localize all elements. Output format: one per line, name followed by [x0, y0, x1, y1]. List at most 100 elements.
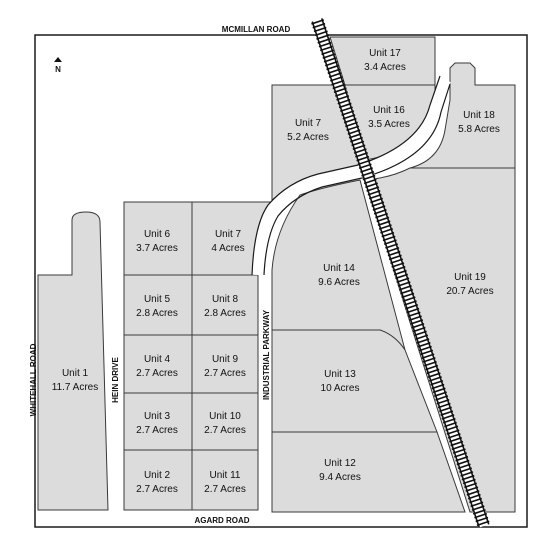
railroad-tie	[373, 209, 387, 215]
railroad-tie	[437, 402, 451, 409]
railroad-tie	[330, 76, 343, 82]
unit-13-area: 10 Acres	[321, 383, 360, 394]
railroad-tie	[461, 474, 475, 481]
railroad-tie	[402, 296, 416, 302]
road-label-agard: AGARD ROAD	[194, 516, 249, 525]
railroad-tie	[414, 330, 427, 337]
railroad-tie	[321, 49, 335, 56]
railroad-tie	[346, 125, 360, 132]
railroad-tie	[370, 197, 383, 204]
railroad-tie	[316, 34, 330, 40]
railroad-tie	[462, 478, 476, 485]
railroad-tie	[366, 186, 380, 192]
railroad-tie	[391, 262, 405, 268]
railroad-tie	[397, 281, 411, 287]
parcel-unit-18[interactable]	[409, 62, 516, 169]
railroad-tie	[432, 387, 446, 394]
unit-10-area: 2.7 Acres	[204, 425, 246, 436]
railroad-tie	[319, 45, 333, 52]
railroad-tie	[367, 190, 381, 196]
railroad-tie	[371, 201, 385, 208]
railroad-tie	[434, 391, 447, 397]
unit-7-north-name: Unit 7	[295, 118, 322, 129]
railroad-tie	[358, 163, 372, 170]
railroad-tie	[340, 106, 353, 113]
railroad-tie	[350, 136, 363, 143]
unit-11-area: 2.7 Acres	[204, 484, 246, 495]
unit-18-area: 5.8 Acres	[458, 124, 500, 135]
railroad-tie	[465, 486, 479, 492]
railroad-tie	[376, 216, 390, 223]
railroad-tie	[450, 440, 464, 447]
railroad-tie	[467, 493, 481, 500]
railroad-tie	[345, 121, 358, 128]
railroad-tie	[410, 319, 424, 325]
railroad-tie	[362, 174, 376, 181]
industrial-parkway-curve	[252, 77, 451, 276]
railroad-tie	[459, 467, 472, 473]
unit-2-area: 2.7 Acres	[136, 484, 178, 495]
unit-8-name: Unit 8	[212, 294, 239, 305]
railroad-tie	[342, 114, 356, 120]
unit-16-area: 3.5 Acres	[368, 119, 410, 130]
unit-4-name: Unit 4	[144, 354, 171, 365]
unit-1-area: 11.7 Acres	[52, 382, 99, 393]
railroad-tie	[452, 448, 466, 454]
railroad-tie	[378, 224, 392, 230]
north-arrow: N	[54, 57, 62, 74]
parcel-unit-8[interactable]	[191, 274, 259, 336]
railroad-tie	[470, 501, 484, 508]
unit-17-name: Unit 17	[369, 48, 401, 59]
unit-6-name: Unit 6	[144, 229, 171, 240]
railroad-tie	[439, 406, 452, 413]
railroad-tie	[338, 102, 352, 109]
railroad-tie	[420, 349, 434, 356]
railroad-tie	[375, 212, 388, 219]
railroad-tie	[356, 155, 370, 162]
parcel-unit-1[interactable]	[37, 211, 109, 511]
parcel-unit-11[interactable]	[191, 449, 259, 511]
railroad-tie	[474, 512, 488, 519]
unit-labels: Unit 17 3.4 Acres Unit 7 5.2 Acres Unit …	[52, 48, 500, 495]
parcel-unit-17[interactable]	[329, 36, 436, 86]
railroad-tie	[372, 205, 386, 211]
parcel-unit-5[interactable]	[123, 274, 193, 336]
industrial-parkway-edge-west	[251, 75, 441, 276]
railroad-tie	[412, 326, 426, 333]
railroad-tie	[385, 243, 399, 249]
railroad-tie	[388, 254, 402, 261]
unit-6-area: 3.7 Acres	[136, 243, 178, 254]
unit-7-south-area: 4 Acres	[211, 243, 244, 254]
unit-11-name: Unit 11	[210, 470, 241, 481]
railroad-tie	[324, 60, 338, 67]
railroad-tie	[337, 98, 351, 105]
railroad-tie	[398, 284, 412, 291]
railroad-tie	[343, 117, 357, 124]
railroad-tie	[395, 273, 409, 280]
railroad-tie	[328, 72, 342, 78]
railroad-tie	[466, 490, 480, 496]
road-label-whitehall: WHITEHALL ROAD	[29, 343, 38, 416]
railroad-tie	[464, 482, 477, 489]
railroad-tie	[400, 288, 414, 295]
railroad-tie	[347, 129, 361, 135]
railroad-tie	[457, 463, 471, 470]
railroad-tie	[431, 383, 445, 390]
railroad-tie	[445, 425, 459, 432]
parcel-unit-13[interactable]	[271, 329, 438, 433]
railroad-tie	[355, 152, 368, 158]
railroad-tie	[326, 64, 340, 71]
railroad-tie	[332, 83, 346, 90]
railroad-tie	[476, 520, 490, 527]
railroad-tie	[352, 144, 366, 151]
railroad-tie	[377, 220, 391, 227]
railroad-tie	[460, 471, 474, 477]
railroad-tie	[469, 497, 483, 504]
railroad-tie	[351, 140, 365, 147]
unit-7-south-name: Unit 7	[215, 229, 242, 240]
parcel-unit-12[interactable]	[271, 431, 466, 513]
unit-19-name: Unit 19	[454, 272, 486, 283]
railroad-tie	[405, 303, 419, 310]
industrial-parkway-edge-east	[263, 83, 451, 276]
